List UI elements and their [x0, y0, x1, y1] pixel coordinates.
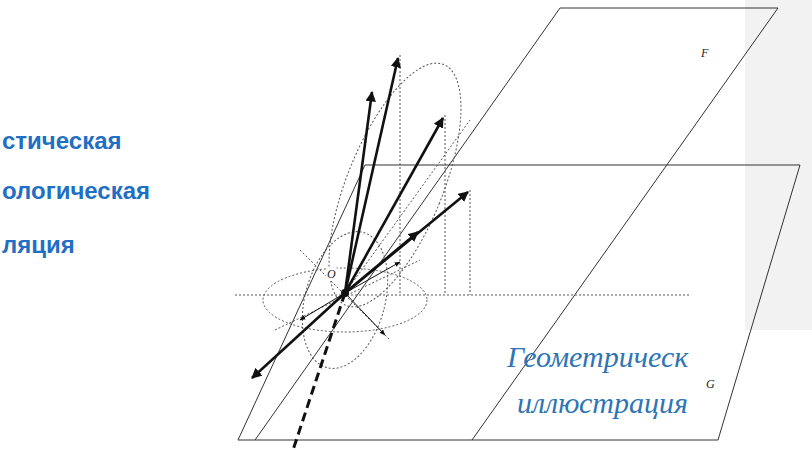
construction-lines	[235, 46, 690, 377]
plane-f	[255, 8, 778, 440]
heading-text: стическая	[2, 128, 122, 154]
point-letter: O	[326, 268, 337, 281]
normal-axis	[293, 293, 345, 450]
origin-point	[341, 289, 349, 297]
heading-text: ологическая	[2, 178, 150, 204]
plane-g	[238, 165, 800, 440]
heading-text: ляция	[2, 232, 75, 258]
caption-text: Геометрическ	[507, 340, 688, 373]
vectors	[252, 58, 468, 378]
small-vectors	[300, 262, 400, 335]
plane-letter: G	[705, 378, 716, 391]
caption-text: иллюстрация	[517, 386, 688, 419]
plane-letter: F	[700, 47, 709, 60]
